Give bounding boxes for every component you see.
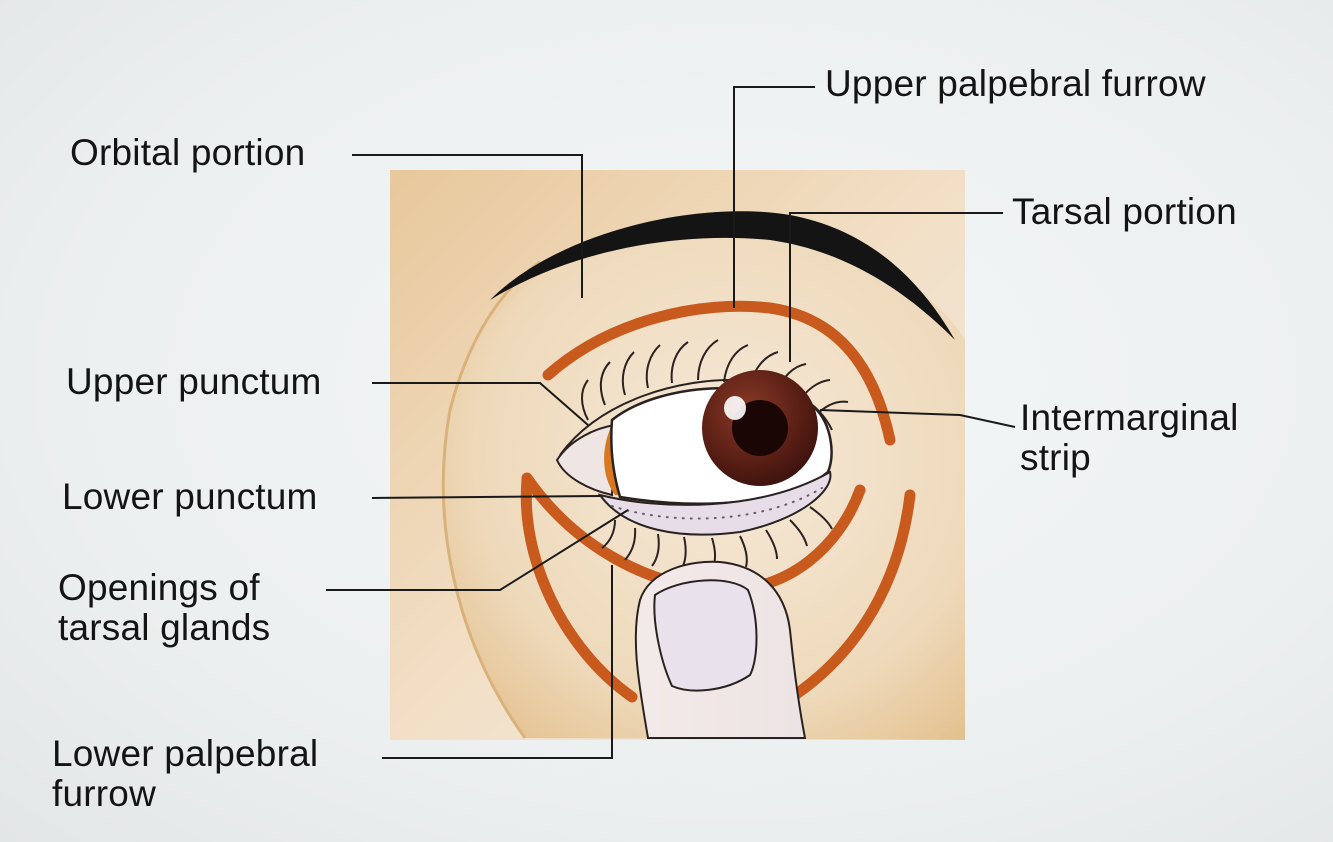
iris-highlight [724, 396, 746, 420]
label-intermarginal-strip-line1: Intermarginal [1020, 398, 1239, 438]
label-lower-furrow-line1: Lower palpebral [52, 734, 318, 774]
label-tarsal-portion: Tarsal portion [1012, 192, 1237, 232]
label-orbital-portion: Orbital portion [70, 133, 305, 173]
label-intermarginal-strip-line2: strip [1020, 438, 1239, 478]
label-intermarginal-strip: Intermarginal strip [1020, 398, 1239, 478]
label-upper-punctum: Upper punctum [66, 362, 322, 402]
label-lower-punctum: Lower punctum [62, 477, 318, 517]
label-openings-of-tarsal-glands: Openings of tarsal glands [58, 568, 270, 648]
label-upper-palpebral-furrow: Upper palpebral furrow [825, 64, 1206, 104]
label-lower-palpebral-furrow: Lower palpebral furrow [52, 734, 318, 814]
fingernail [654, 580, 756, 690]
label-openings-line2: tarsal glands [58, 608, 270, 648]
label-openings-line1: Openings of [58, 568, 270, 608]
label-lower-furrow-line2: furrow [52, 774, 318, 814]
